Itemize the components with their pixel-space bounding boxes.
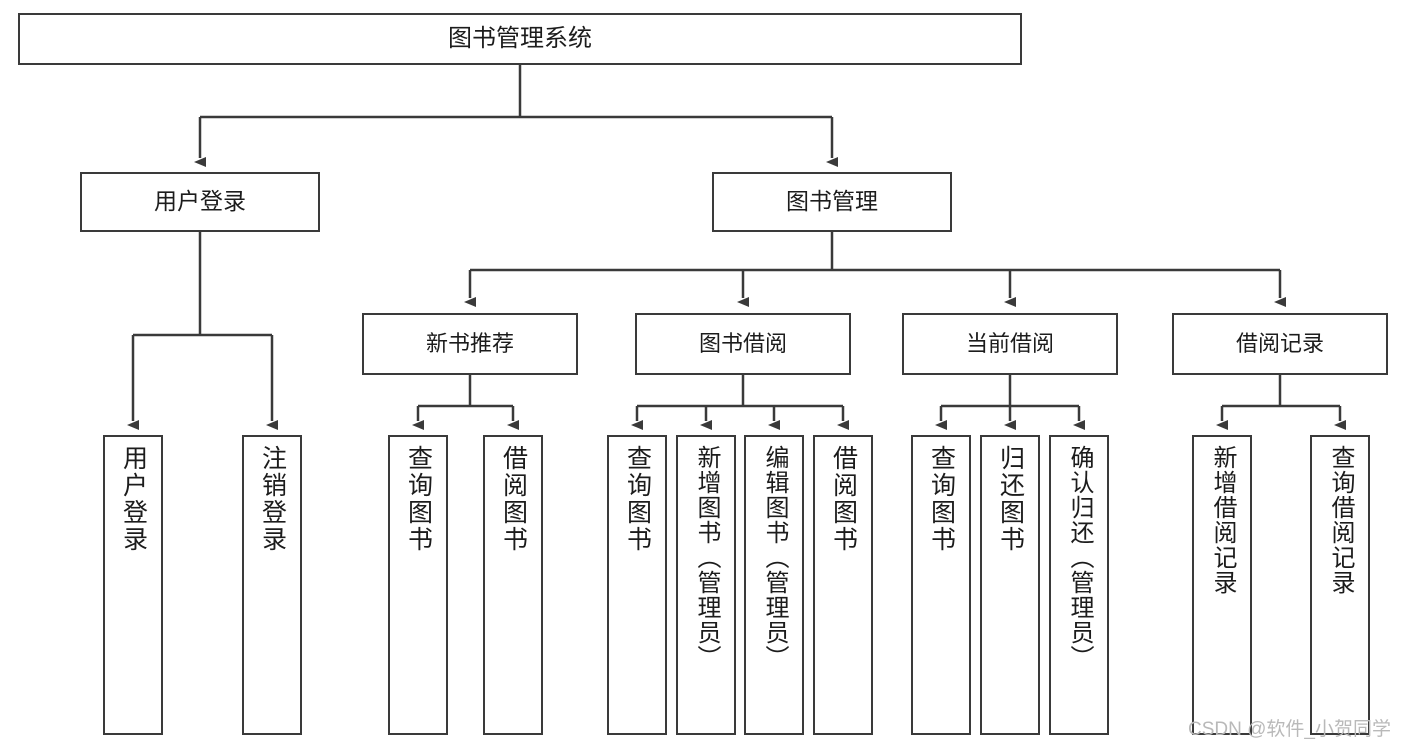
leaf-borrow-book[interactable]: 借阅图书	[813, 435, 873, 735]
node-label: 确认归还（管理员）	[1066, 445, 1093, 670]
leaf-add-book-admin[interactable]: 新增图书（管理员）	[676, 435, 736, 735]
leaf-return-book[interactable]: 归还图书	[980, 435, 1040, 735]
node-label: 借阅图书	[829, 445, 858, 553]
node-label: 查询图书	[927, 445, 956, 553]
node-label: 查询图书	[623, 445, 652, 553]
leaf-query-book-recommend[interactable]: 查询图书	[388, 435, 448, 735]
node-label: 图书管理系统	[448, 24, 592, 52]
leaf-query-book-current[interactable]: 查询图书	[911, 435, 971, 735]
leaf-confirm-return-admin[interactable]: 确认归还（管理员）	[1049, 435, 1109, 735]
node-label: 查询图书	[404, 445, 433, 553]
node-label: 借阅记录	[1235, 331, 1324, 357]
node-label: 新增图书（管理员）	[693, 445, 720, 670]
leaf-query-borrow-record[interactable]: 查询借阅记录	[1310, 435, 1370, 735]
leaf-query-book-borrow[interactable]: 查询图书	[607, 435, 667, 735]
leaf-user-login[interactable]: 用户登录	[103, 435, 163, 735]
node-book-management[interactable]: 图书管理	[712, 172, 952, 232]
node-label: 新增借阅记录	[1209, 445, 1236, 595]
watermark: CSDN @软件_小贺同学	[1188, 719, 1391, 740]
leaf-edit-book-admin[interactable]: 编辑图书（管理员）	[744, 435, 804, 735]
node-book-borrow[interactable]: 图书借阅	[635, 313, 851, 375]
node-label: 用户登录	[119, 445, 148, 553]
node-label: 当前借阅	[965, 331, 1054, 357]
leaf-borrow-book-recommend[interactable]: 借阅图书	[483, 435, 543, 735]
leaf-logout[interactable]: 注销登录	[242, 435, 302, 735]
node-label: 注销登录	[258, 445, 287, 553]
node-label: 归还图书	[996, 445, 1025, 553]
node-user-login[interactable]: 用户登录	[80, 172, 320, 232]
node-label: 用户登录	[154, 188, 246, 215]
node-label: 新书推荐	[425, 331, 514, 357]
node-label: 编辑图书（管理员）	[761, 445, 788, 670]
node-label: 借阅图书	[499, 445, 528, 553]
node-current-borrow[interactable]: 当前借阅	[902, 313, 1118, 375]
node-root-book-management-system[interactable]: 图书管理系统	[18, 13, 1022, 65]
node-label: 图书管理	[786, 188, 878, 215]
node-borrow-record[interactable]: 借阅记录	[1172, 313, 1388, 375]
node-new-book-recommend[interactable]: 新书推荐	[362, 313, 578, 375]
node-label: 查询借阅记录	[1327, 445, 1354, 595]
node-label: 图书借阅	[698, 331, 787, 357]
leaf-add-borrow-record[interactable]: 新增借阅记录	[1192, 435, 1252, 735]
